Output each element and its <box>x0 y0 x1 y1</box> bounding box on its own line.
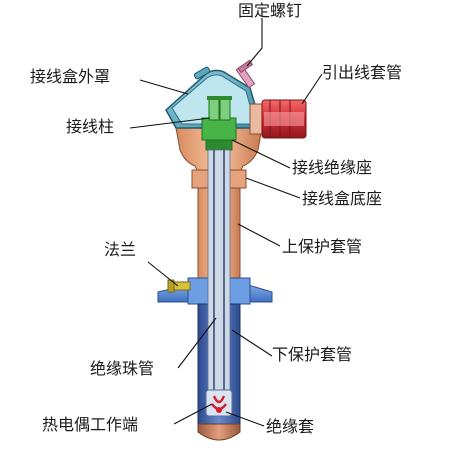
label-terminal-post: 接线柱 <box>66 117 114 136</box>
hot-junction-icon <box>211 395 227 413</box>
label-flange: 法兰 <box>104 240 136 259</box>
lead-wire-sleeve <box>249 99 307 139</box>
label-insulating-sleeve: 绝缘套 <box>266 417 314 436</box>
label-lead-wire-sleeve: 引出线套管 <box>322 63 402 82</box>
label-junction-box-cover: 接线盒外罩 <box>30 67 110 86</box>
label-fixing-screw: 固定螺钉 <box>238 1 302 20</box>
label-lower-protective-tube: 下保护套管 <box>272 345 352 364</box>
cover-knob-icon <box>193 66 211 80</box>
label-junction-box-base: 接线盒底座 <box>302 189 382 208</box>
leader-lines <box>129 18 323 427</box>
terminal-insulating-base <box>201 117 237 151</box>
label-terminal-insulating-base: 接线绝缘座 <box>292 158 372 177</box>
insulating-bead-tube <box>207 149 231 398</box>
terminal-post <box>207 96 232 121</box>
label-insulating-bead-tube: 绝缘珠管 <box>90 359 154 378</box>
label-upper-protective-tube: 上保护套管 <box>282 237 362 256</box>
label-hot-junction: 热电偶工作端 <box>42 415 138 434</box>
